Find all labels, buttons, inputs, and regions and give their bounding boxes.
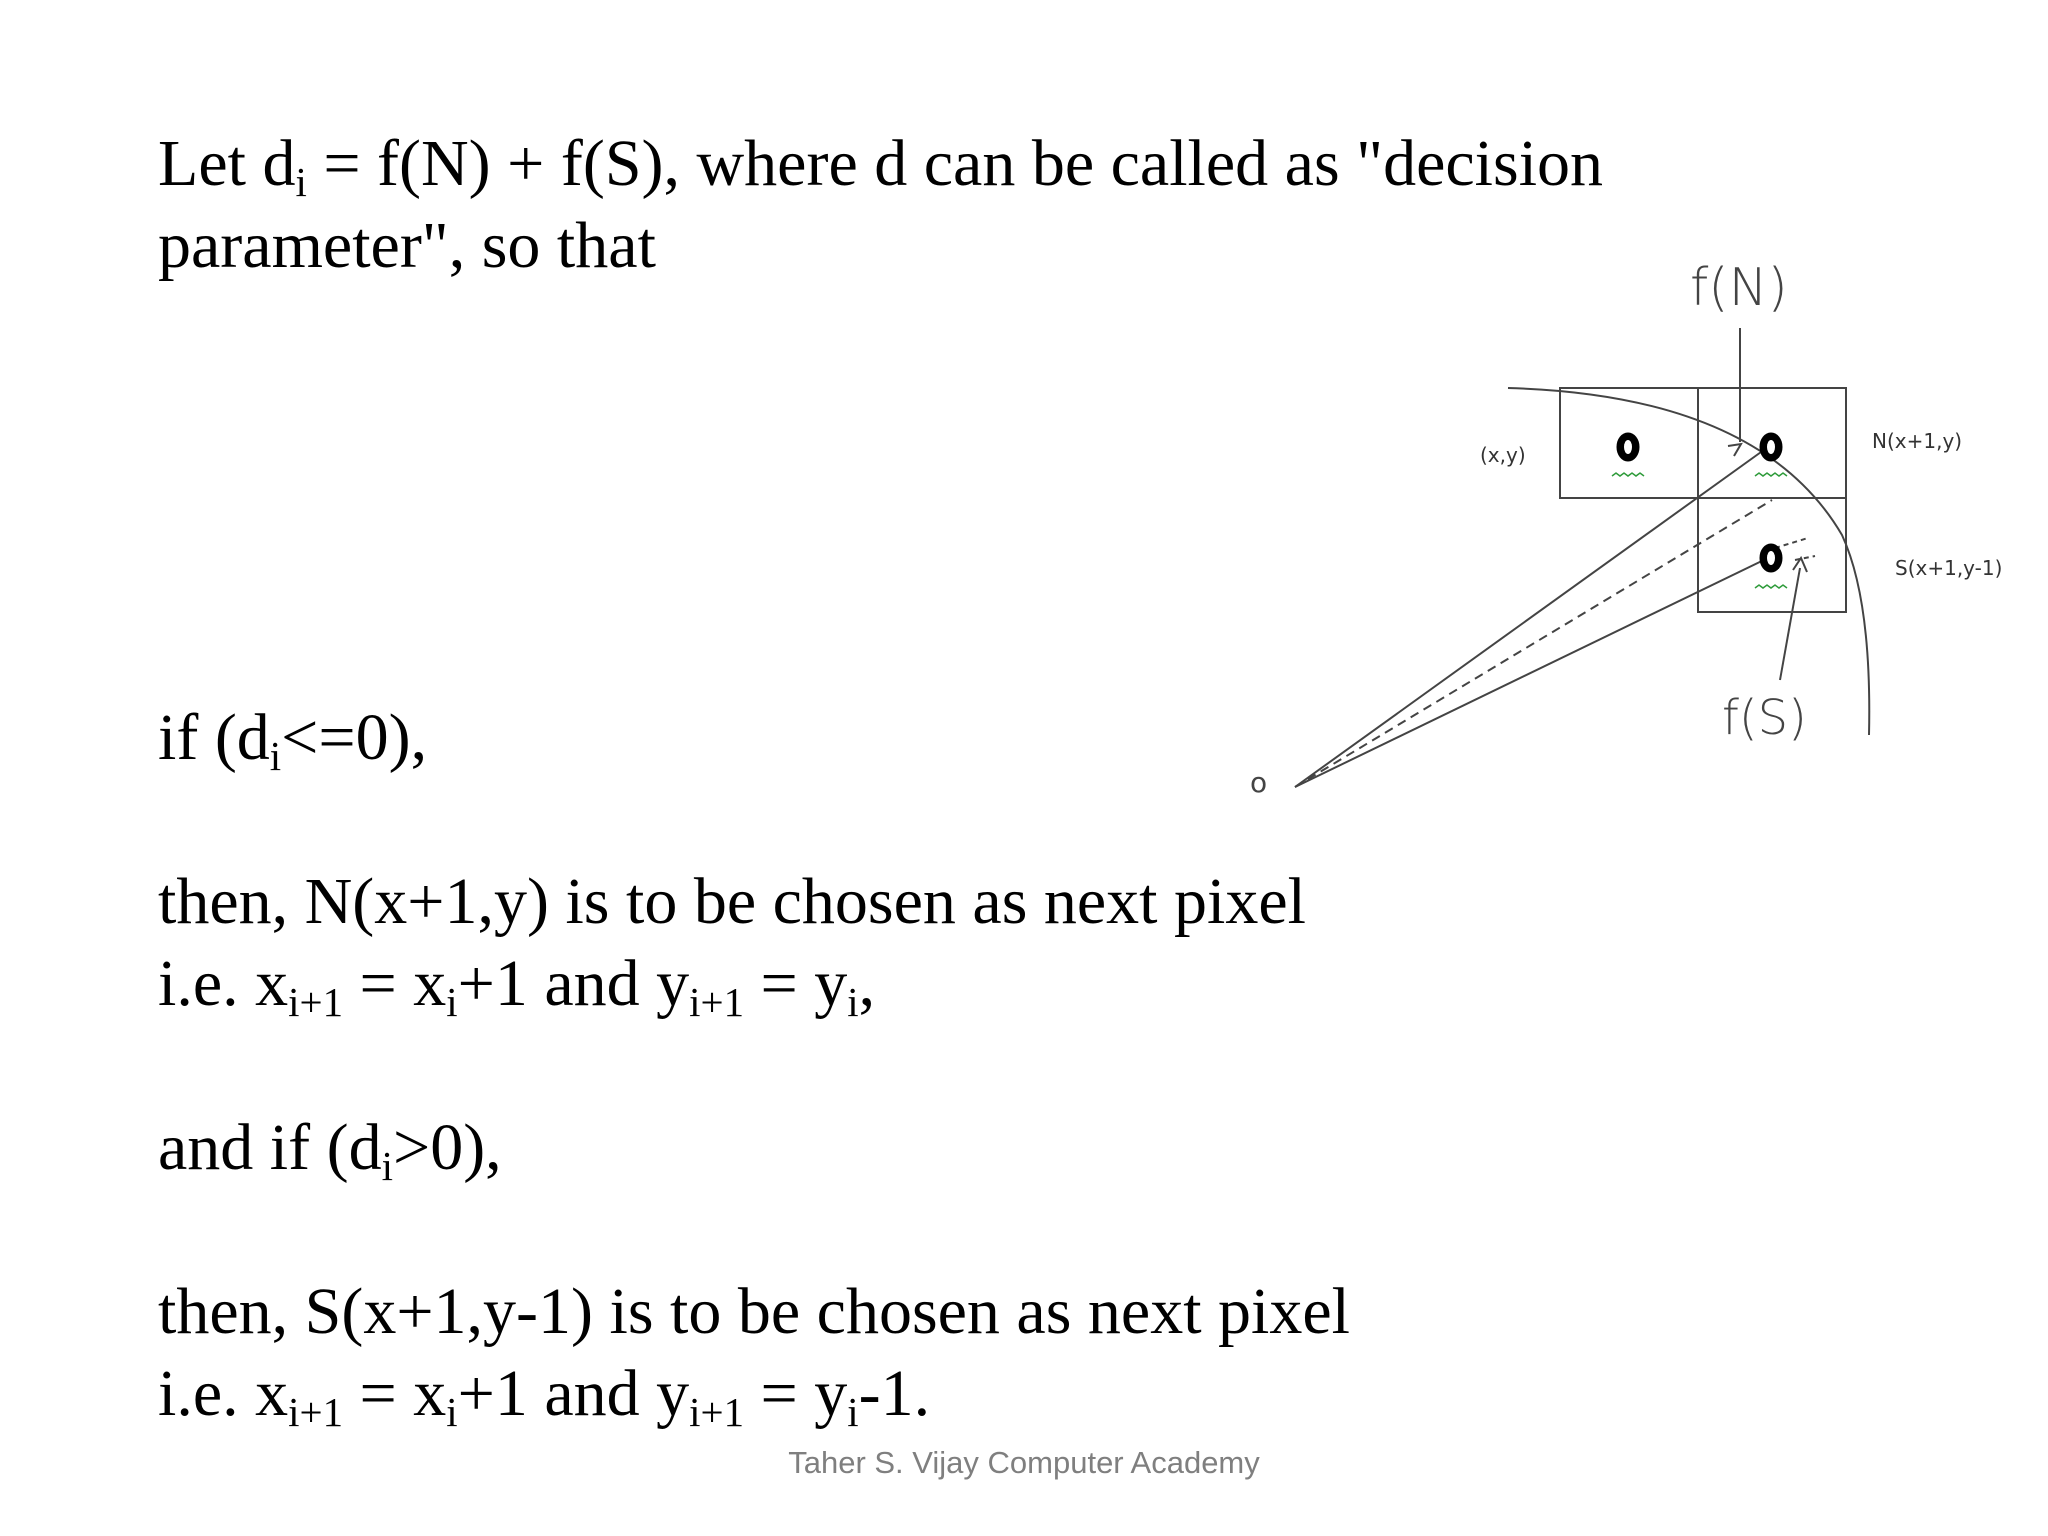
condition-d-greater-zero: and if (di>0),: [158, 1111, 502, 1190]
choose-s-equations: i.e. xi+1 = xi+1 and yi+1 = yi-1.: [158, 1357, 931, 1436]
choose-s-line: then, S(x+1,y-1) is to be chosen as next…: [158, 1275, 1350, 1348]
line-to-n: [1294, 446, 1769, 788]
choose-n-line: then, N(x+1,y) is to be chosen as next p…: [158, 865, 1306, 938]
line-to-s: [1294, 557, 1769, 788]
choose-n-equations: i.e. xi+1 = xi+1 and yi+1 = yi,: [158, 947, 876, 1026]
label-fn: f(N): [1690, 258, 1788, 318]
label-origin: o: [1250, 766, 1267, 799]
s-distance-dashes: [1774, 537, 1816, 561]
label-fs: f(S): [1722, 690, 1807, 746]
dashed-midpoint-line: [1294, 499, 1773, 788]
pixel-box-s: [1697, 497, 1847, 613]
circle-arc: [1507, 387, 1871, 736]
label-xy: (x,y): [1480, 443, 1526, 467]
footer-credit: Taher S. Vijay Computer Academy: [788, 1445, 1260, 1480]
fn-arrow-head: [1727, 442, 1743, 457]
label-n-pixel: N(x+1,y): [1872, 429, 1962, 453]
condition-d-less-equal-zero: if (di<=0),: [158, 701, 428, 780]
fs-arrow-head: [1792, 555, 1808, 573]
intro-line-2: parameter", so that: [158, 209, 656, 282]
intro-line-1: Let di = f(N) + f(S), where d can be cal…: [158, 127, 1604, 206]
circle-midpoint-diagram: f(N) f(S) (x,y) N(x+1,y) S(x+1,y-1) o: [1250, 258, 2002, 799]
fs-pointer: [1779, 567, 1801, 681]
label-s-pixel: S(x+1,y-1): [1895, 556, 2002, 580]
